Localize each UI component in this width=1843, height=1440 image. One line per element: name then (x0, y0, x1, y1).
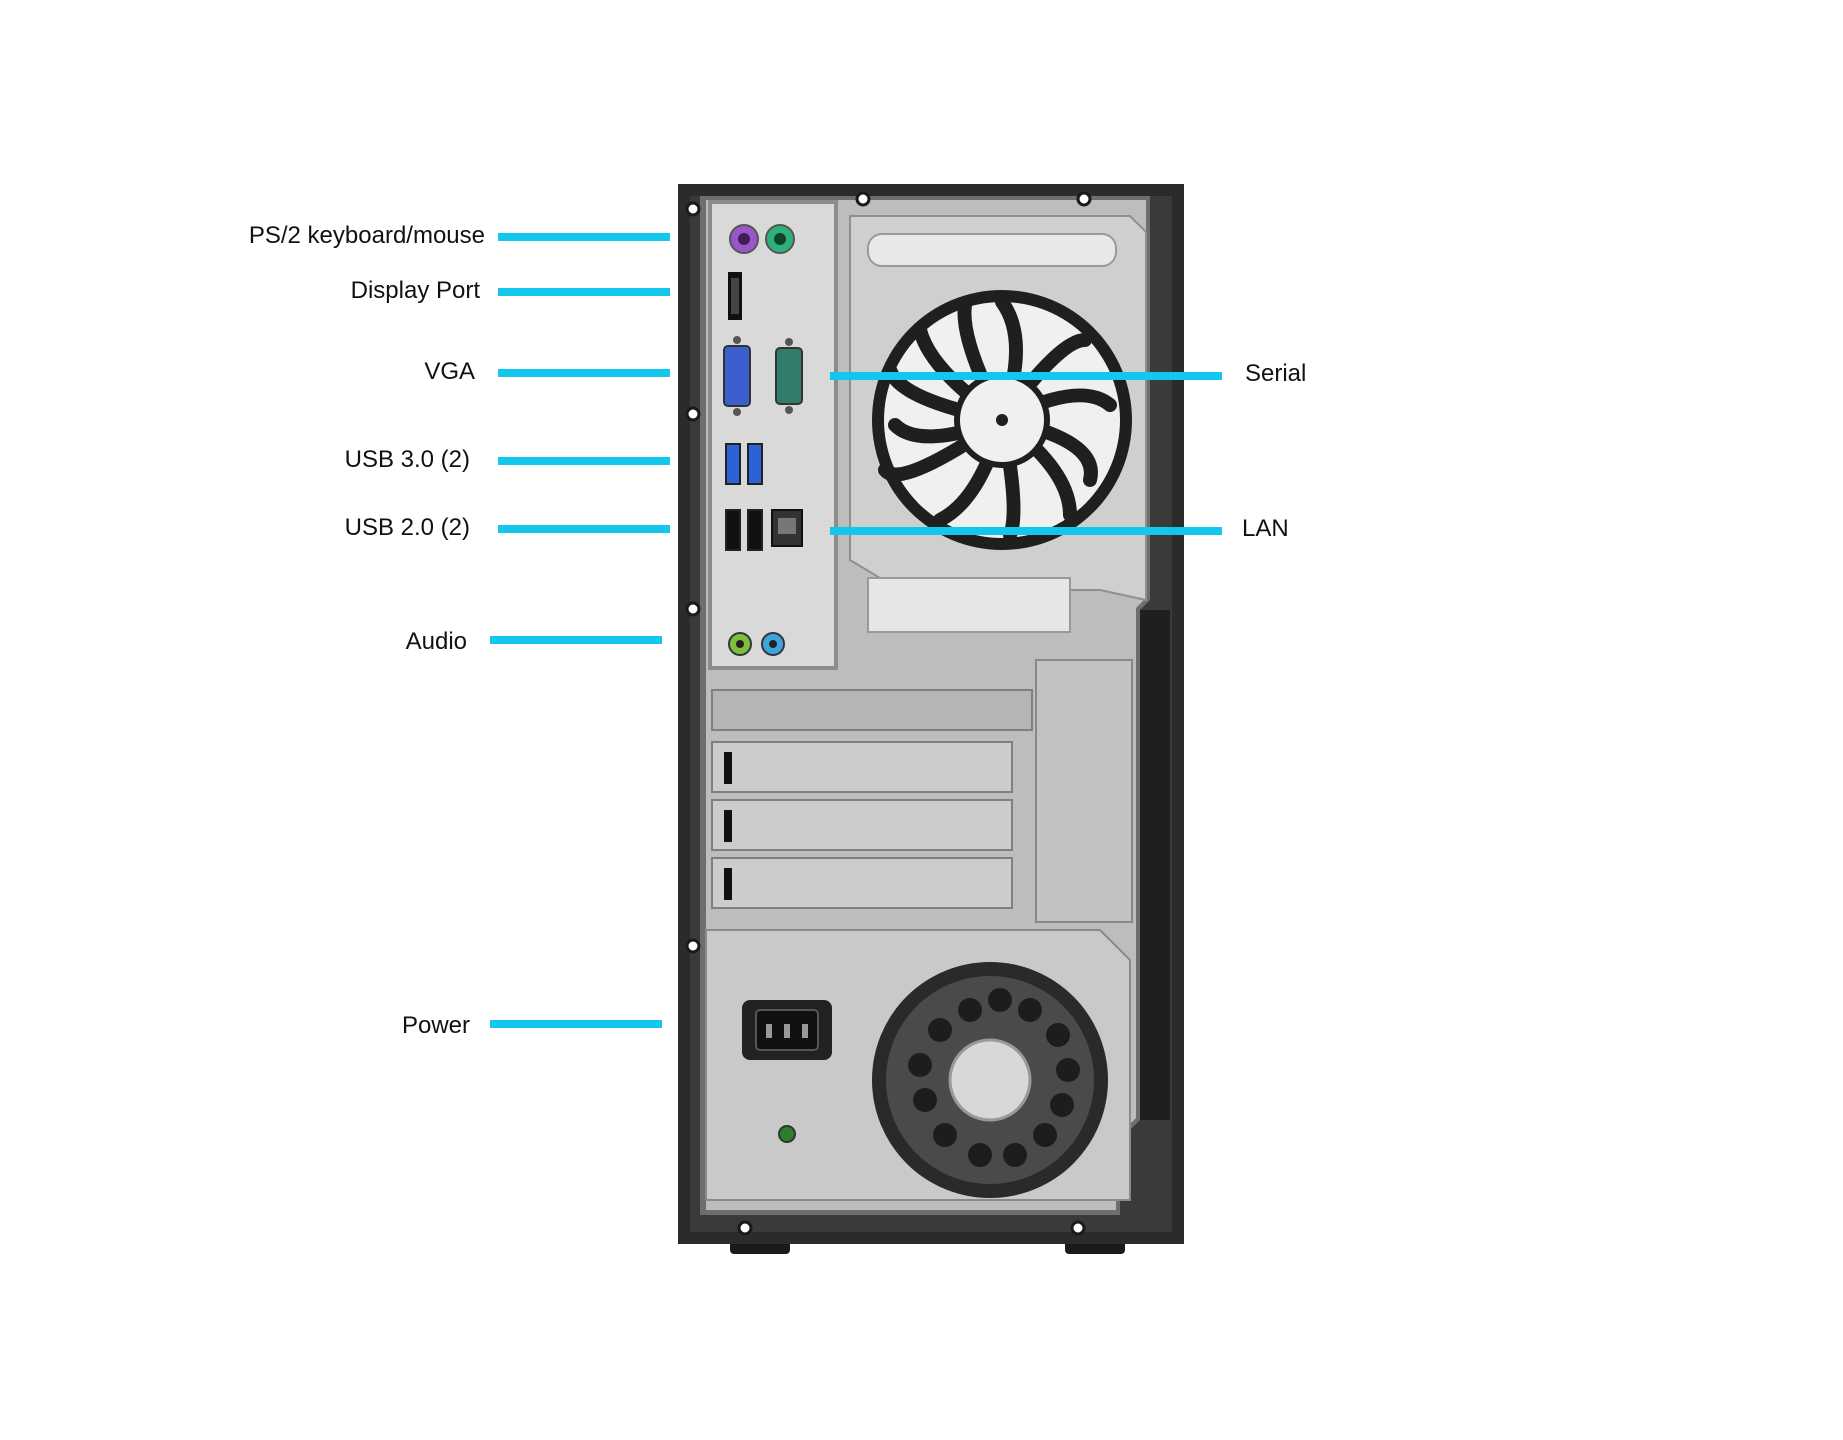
label-power: Power (401, 1012, 470, 1039)
power-socket-icon (742, 1000, 832, 1143)
leader-line-usb2 (498, 525, 670, 533)
leader-line-usb3 (498, 457, 670, 465)
io-shield (708, 200, 838, 670)
label-usb3: USB 3.0 (2) (344, 446, 470, 473)
label-audio: Audio (405, 628, 467, 655)
label-lan: LAN (1242, 515, 1289, 542)
case-screws (685, 191, 1092, 1236)
leader-line-audio (490, 636, 662, 644)
leader-line-ps2 (498, 233, 670, 241)
leader-line-power (490, 1020, 662, 1028)
serial-port-icon (775, 338, 803, 414)
usb3-port-icon (725, 443, 763, 485)
usb2-port-icon (725, 509, 763, 551)
ps2-mouse-port-icon (765, 224, 795, 254)
leader-line-display-port (498, 288, 670, 296)
leader-line-serial (830, 372, 1222, 380)
label-usb2: USB 2.0 (2) (344, 514, 470, 541)
audio-port-icon (728, 632, 785, 656)
ethernet-port-icon (771, 509, 803, 547)
leader-line-lan (830, 527, 1222, 535)
expansion-slots (711, 659, 1133, 923)
label-display-port: Display Port (350, 277, 480, 304)
ps2-keyboard-port-icon (729, 224, 759, 254)
label-ps2: PS/2 keyboard/mouse (248, 222, 485, 249)
vga-port-icon (723, 336, 751, 416)
case-fan-icon (872, 290, 1132, 550)
displayport-icon (728, 272, 742, 320)
psu-fan-icon (872, 962, 1108, 1198)
label-vga: VGA (424, 358, 475, 385)
label-serial: Serial (1245, 360, 1307, 387)
leader-line-vga (498, 369, 670, 377)
